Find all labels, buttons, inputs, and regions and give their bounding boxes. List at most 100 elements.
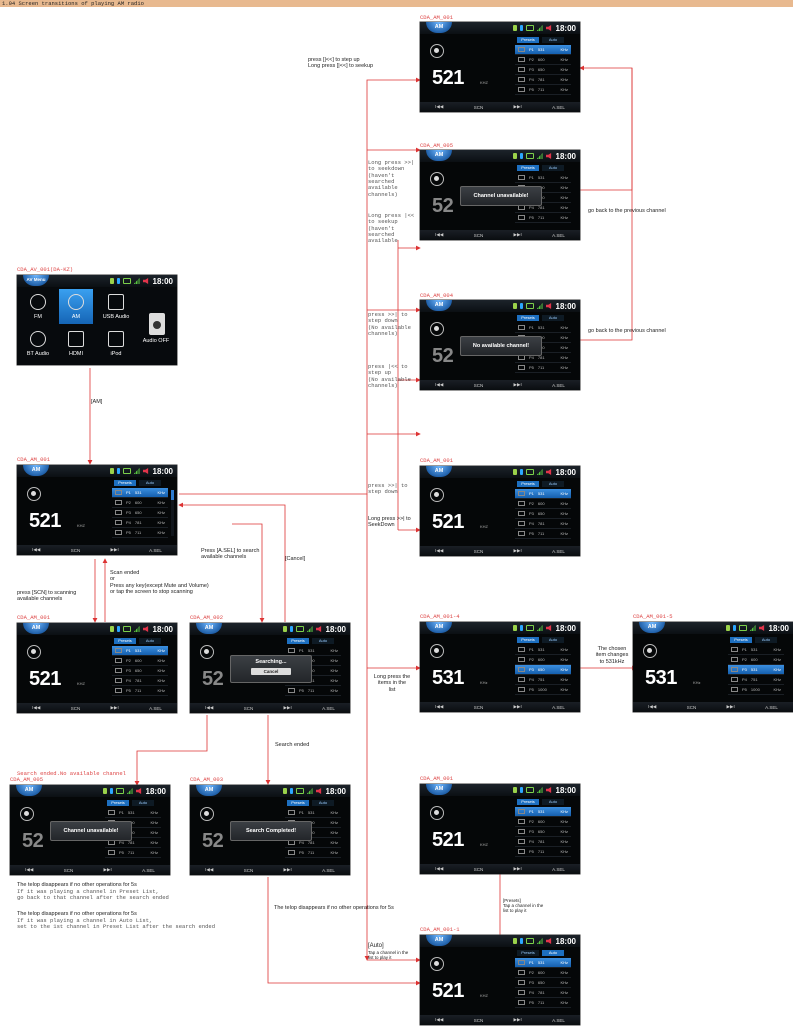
prev-button[interactable]: I◀◀ xyxy=(435,704,444,709)
next-button[interactable]: ▶▶I xyxy=(103,867,112,872)
scn-button[interactable]: SCN xyxy=(473,866,484,872)
tab-auto[interactable]: Auto xyxy=(542,637,564,643)
am-source-tab[interactable]: AM xyxy=(426,935,452,946)
am-source-tab[interactable]: AM xyxy=(639,622,665,633)
am-source-tab[interactable]: AM xyxy=(426,784,452,795)
asel-button[interactable]: A.SEL xyxy=(552,382,565,388)
scn-button[interactable]: SCN xyxy=(473,548,484,554)
tile-audio-off[interactable]: Audio OFF xyxy=(142,338,170,344)
tab-auto[interactable]: Auto xyxy=(755,637,777,643)
tab-auto[interactable]: Auto xyxy=(139,638,161,644)
am-source-tab[interactable]: AM xyxy=(426,466,452,477)
asel-button[interactable]: A.SEL xyxy=(552,548,565,554)
tile-bt-audio[interactable]: BT Audio xyxy=(21,326,55,361)
tab-presets[interactable]: Presets xyxy=(517,481,539,487)
prev-button[interactable]: I◀◀ xyxy=(435,232,444,237)
tab-auto[interactable]: Auto xyxy=(132,800,154,806)
tab-presets[interactable]: Presets xyxy=(517,315,539,321)
prev-button[interactable]: I◀◀ xyxy=(435,866,444,871)
asel-button[interactable]: A.SEL xyxy=(142,867,155,873)
am-source-tab[interactable]: AM xyxy=(23,623,49,634)
tile-hdmi[interactable]: HDMI xyxy=(59,326,93,361)
prev-button[interactable]: I◀◀ xyxy=(648,704,657,709)
tab-auto[interactable]: Auto xyxy=(542,950,564,956)
scn-button[interactable]: SCN xyxy=(473,382,484,388)
scn-button[interactable]: SCN xyxy=(473,104,484,110)
prev-button[interactable]: I◀◀ xyxy=(435,382,444,387)
scn-button[interactable]: SCN xyxy=(243,867,254,873)
next-button[interactable]: ▶▶I xyxy=(513,866,522,871)
asel-button[interactable]: A.SEL xyxy=(552,866,565,872)
tab-presets[interactable]: Presets xyxy=(517,165,539,171)
tab-presets[interactable]: Presets xyxy=(114,638,136,644)
next-button[interactable]: ▶▶I xyxy=(110,705,119,710)
am-source-tab[interactable]: AM xyxy=(196,785,222,796)
am-source-tab[interactable]: AM xyxy=(23,465,49,476)
tile-usb-audio[interactable]: USB Audio xyxy=(99,289,133,324)
next-button[interactable]: ▶▶I xyxy=(513,232,522,237)
scn-button[interactable]: SCN xyxy=(473,1017,484,1023)
tile-fm[interactable]: FM xyxy=(21,289,55,324)
tab-auto[interactable]: Auto xyxy=(139,480,161,486)
speaker-icon[interactable] xyxy=(149,313,165,335)
asel-button[interactable]: A.SEL xyxy=(322,867,335,873)
scn-button[interactable]: SCN xyxy=(686,704,697,710)
next-button[interactable]: ▶▶I xyxy=(513,104,522,109)
tab-presets[interactable]: Presets xyxy=(287,800,309,806)
next-button[interactable]: ▶▶I xyxy=(726,704,735,709)
tab-auto[interactable]: Auto xyxy=(312,638,334,644)
prev-button[interactable]: I◀◀ xyxy=(25,867,34,872)
scn-button[interactable]: SCN xyxy=(70,547,81,553)
scn-button[interactable]: SCN xyxy=(243,705,254,711)
av-menu-badge[interactable]: AV Menu xyxy=(23,275,49,286)
asel-button[interactable]: A.SEL xyxy=(552,704,565,710)
asel-button[interactable]: A.SEL xyxy=(552,232,565,238)
tab-presets[interactable]: Presets xyxy=(287,638,309,644)
prev-button[interactable]: I◀◀ xyxy=(435,548,444,553)
am-source-tab[interactable]: AM xyxy=(196,623,222,634)
tab-auto[interactable]: Auto xyxy=(542,799,564,805)
prev-button[interactable]: I◀◀ xyxy=(435,104,444,109)
prev-button[interactable]: I◀◀ xyxy=(32,705,41,710)
asel-button[interactable]: A.SEL xyxy=(149,705,162,711)
scn-button[interactable]: SCN xyxy=(63,867,74,873)
tab-auto[interactable]: Auto xyxy=(312,800,334,806)
next-button[interactable]: ▶▶I xyxy=(283,867,292,872)
tab-auto[interactable]: Auto xyxy=(542,165,564,171)
list-scrollbar[interactable] xyxy=(171,490,174,536)
next-button[interactable]: ▶▶I xyxy=(513,382,522,387)
